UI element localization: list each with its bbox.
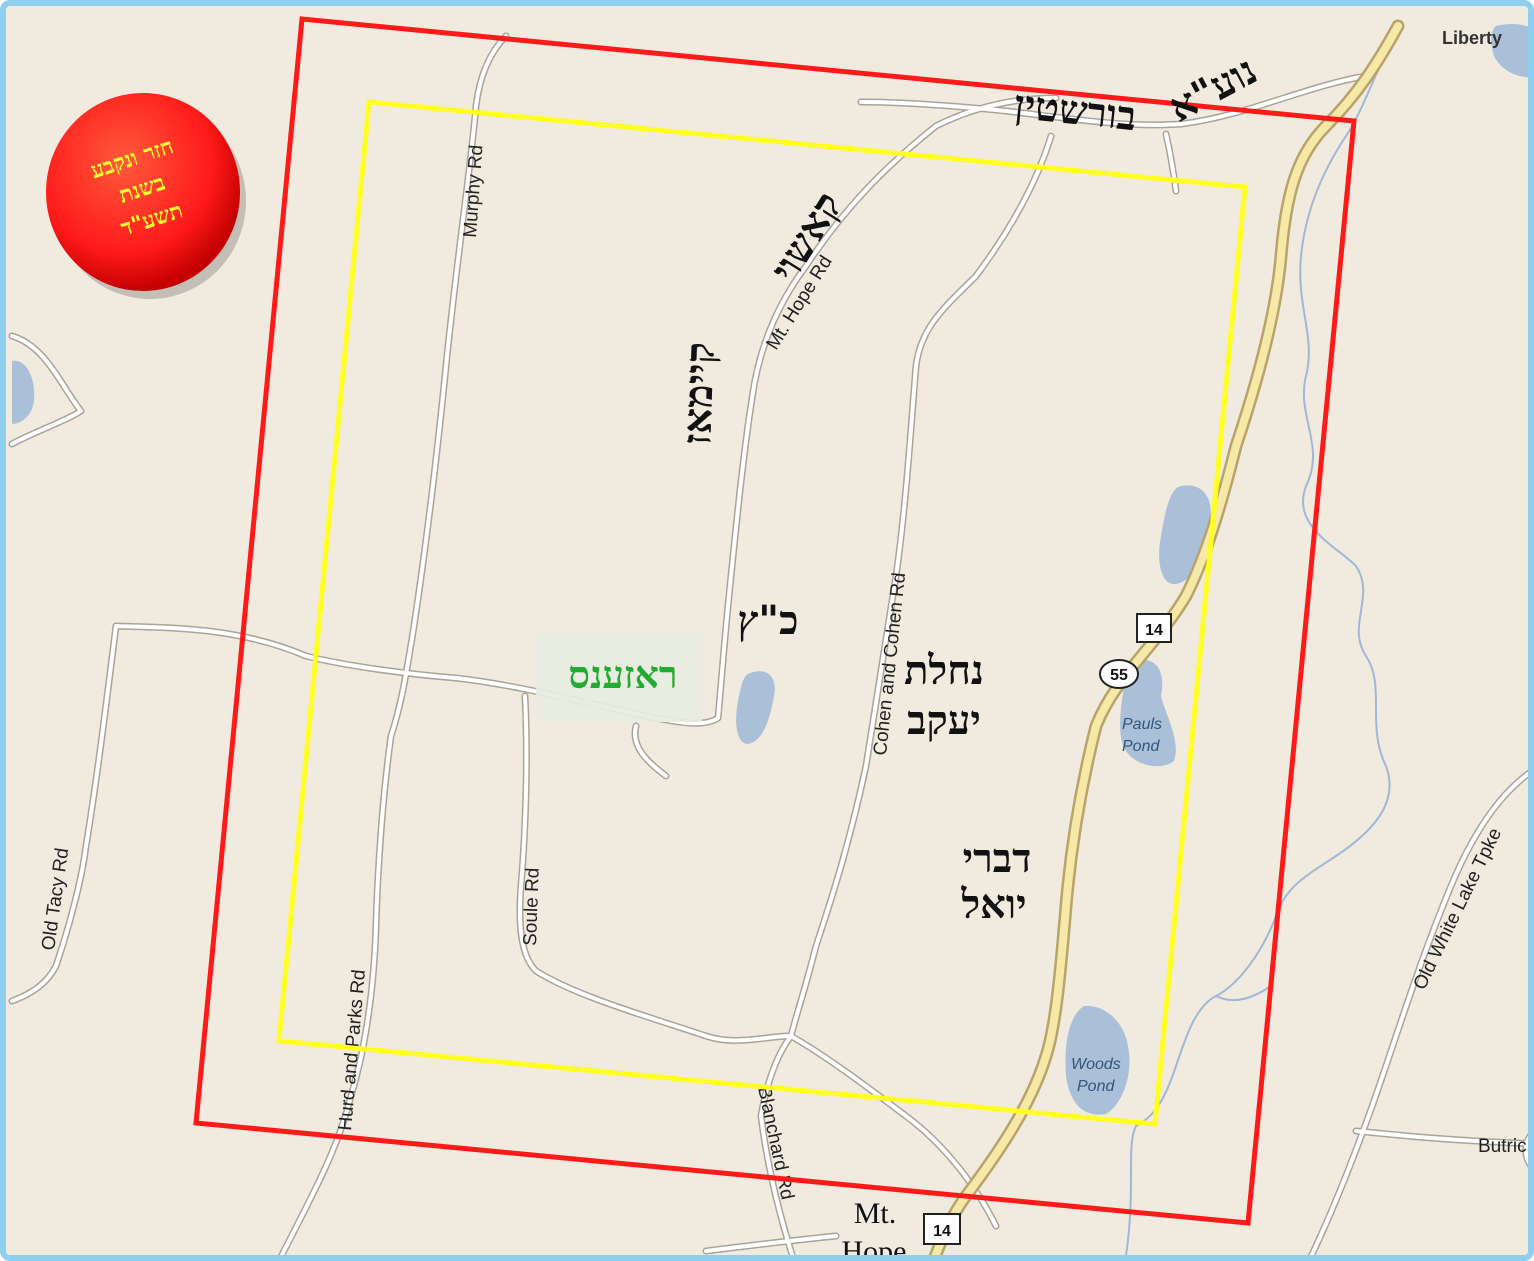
outer-boundary [193, 16, 1357, 1226]
map-canvas[interactable]: Murphy Rd Mt. Hope Rd Cohen and Cohen Rd… [6, 6, 1534, 1261]
road-fills [10, 34, 1528, 1255]
label-kimoz: קיימאז [673, 341, 724, 446]
label-woods: Woods [1071, 1056, 1121, 1073]
badge: חזר ונקבע בשנת תשע"ד [46, 93, 246, 299]
label-soule-rd: Soule Rd [520, 867, 544, 946]
shield-14-south-text: 14 [933, 1223, 951, 1240]
water-bodies [12, 24, 1528, 1115]
label-roznes: ראזענס [568, 652, 677, 697]
inner-boundary [276, 99, 1248, 1127]
pond-center [736, 671, 775, 744]
label-liberty: Liberty [1442, 28, 1502, 48]
label-hope: Hope [842, 1235, 907, 1261]
label-yoel: יואל [960, 881, 1026, 928]
label-woods-pond: Pond [1077, 1078, 1115, 1095]
shield-14-north-text: 14 [1145, 622, 1163, 639]
highway-fill [931, 22, 1402, 1255]
label-nachlas: נחלת [904, 647, 984, 694]
route-55-shield: 55 [1099, 659, 1139, 689]
label-pauls: Pauls [1122, 716, 1162, 733]
streams [1125, 25, 1402, 1255]
shield-55-text: 55 [1110, 667, 1128, 684]
label-mt: Mt. [854, 1197, 897, 1230]
label-yaakov: יעקב [907, 697, 981, 744]
label-divrei: דברי [963, 835, 1032, 882]
pond-top-right [1491, 24, 1528, 78]
roznes-label-box [536, 634, 702, 722]
label-pauls-pond: Pond [1122, 738, 1160, 755]
label-butric: Butric [1478, 1136, 1527, 1157]
route-14-north-shield: 14 [1136, 613, 1172, 643]
badge-circle [46, 93, 240, 291]
land-background [6, 6, 1528, 1255]
woods-pond [1065, 1005, 1130, 1115]
pauls-pond [1120, 660, 1176, 767]
route-14-south-shield: 14 [923, 1213, 961, 1245]
pond-left [12, 360, 35, 424]
label-kats: כ"ץ [737, 597, 798, 644]
